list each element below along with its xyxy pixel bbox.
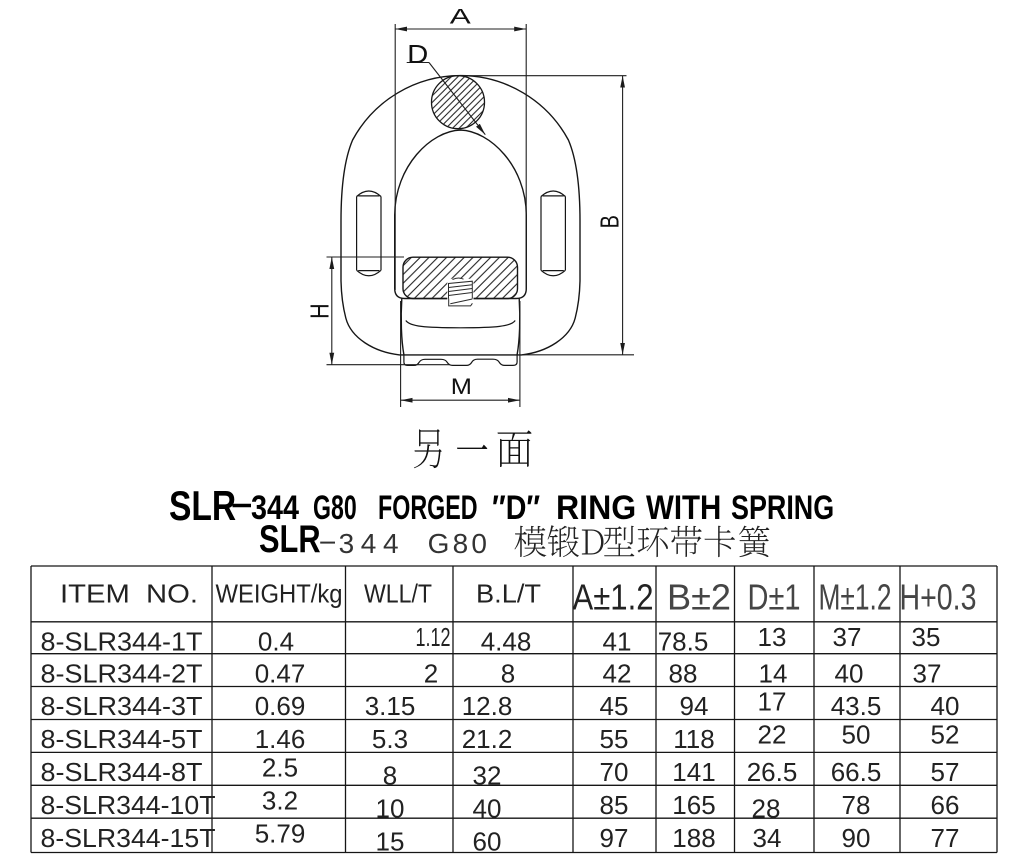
svg-text:ITEM NO.: ITEM NO.	[60, 579, 198, 609]
svg-text:17: 17	[758, 687, 787, 717]
svg-text:2: 2	[424, 658, 438, 688]
svg-text:8: 8	[501, 658, 515, 688]
svg-text:41: 41	[603, 626, 632, 656]
svg-text:52: 52	[931, 720, 960, 750]
svg-text:M±1.2: M±1.2	[819, 577, 892, 618]
svg-text:60: 60	[473, 826, 502, 856]
svg-text:1.46: 1.46	[255, 724, 306, 754]
svg-text:28: 28	[752, 793, 781, 823]
svg-text:90: 90	[842, 823, 871, 853]
svg-text:10: 10	[376, 793, 405, 823]
svg-text:40: 40	[473, 793, 502, 823]
svg-text:57: 57	[931, 757, 960, 787]
svg-text:50: 50	[842, 720, 871, 750]
svg-text:32: 32	[473, 761, 502, 791]
svg-text:5.79: 5.79	[255, 818, 306, 848]
svg-text:40: 40	[931, 691, 960, 721]
svg-text:40: 40	[835, 658, 864, 688]
svg-text:8-SLR344-15T: 8-SLR344-15T	[41, 823, 216, 853]
svg-text:1.12: 1.12	[416, 622, 451, 652]
svg-text:0.47: 0.47	[255, 658, 306, 688]
svg-text:188: 188	[672, 823, 715, 853]
svg-text:26.5: 26.5	[747, 757, 798, 787]
svg-text:66: 66	[931, 790, 960, 820]
svg-text:8-SLR344-2T: 8-SLR344-2T	[41, 658, 203, 688]
svg-text:H: H	[306, 303, 334, 318]
svg-text:85: 85	[600, 790, 629, 820]
svg-text:8-SLR344-1T: 8-SLR344-1T	[41, 626, 203, 656]
svg-text:8-SLR344-5T: 8-SLR344-5T	[41, 724, 203, 754]
svg-text:5.3: 5.3	[372, 724, 408, 754]
svg-text:94: 94	[680, 691, 709, 721]
svg-text:A±1.2: A±1.2	[573, 577, 654, 618]
svg-text:70: 70	[600, 757, 629, 787]
svg-text:12.8: 12.8	[462, 691, 513, 721]
svg-text:88: 88	[669, 658, 698, 688]
svg-text:97: 97	[600, 823, 629, 853]
svg-text:B.L/T: B.L/T	[476, 579, 541, 609]
svg-text:37: 37	[913, 658, 942, 688]
svg-text:42: 42	[603, 658, 632, 688]
svg-text:45: 45	[600, 691, 629, 721]
svg-text:A: A	[450, 5, 471, 29]
svg-text:37: 37	[833, 622, 862, 652]
svg-text:WLL/T: WLL/T	[364, 579, 432, 609]
svg-text:D±1: D±1	[748, 577, 801, 618]
svg-text:8-SLR344-10T: 8-SLR344-10T	[41, 790, 216, 820]
svg-text:55: 55	[600, 724, 629, 754]
svg-text:141: 141	[672, 757, 715, 787]
svg-text:D: D	[407, 40, 428, 69]
svg-text:B: B	[595, 215, 624, 228]
svg-text:35: 35	[912, 622, 941, 652]
svg-text:0.4: 0.4	[258, 626, 294, 656]
svg-text:WEIGHT/kg: WEIGHT/kg	[216, 579, 343, 609]
svg-text:22: 22	[758, 720, 787, 750]
svg-text:78.5: 78.5	[658, 626, 709, 656]
svg-text:118: 118	[673, 724, 714, 754]
svg-text:2.5: 2.5	[262, 753, 298, 783]
svg-text:77: 77	[931, 823, 960, 853]
svg-text:13: 13	[758, 622, 787, 652]
svg-text:3.15: 3.15	[365, 691, 416, 721]
svg-text:66.5: 66.5	[831, 757, 882, 787]
svg-text:3.2: 3.2	[262, 785, 298, 815]
svg-text:78: 78	[842, 790, 871, 820]
svg-text:8: 8	[383, 761, 397, 791]
svg-text:14: 14	[759, 658, 788, 688]
svg-text:43.5: 43.5	[831, 691, 882, 721]
svg-text:M: M	[451, 375, 472, 400]
svg-text:8-SLR344-3T: 8-SLR344-3T	[41, 691, 203, 721]
svg-text:21.2: 21.2	[462, 724, 513, 754]
svg-text:4.48: 4.48	[481, 626, 532, 656]
svg-text:15: 15	[376, 826, 405, 856]
svg-text:0.69: 0.69	[255, 691, 306, 721]
svg-text:8-SLR344-8T: 8-SLR344-8T	[41, 757, 203, 787]
svg-text:34: 34	[753, 823, 782, 853]
svg-text:B±2: B±2	[667, 577, 731, 618]
svg-text:165: 165	[672, 790, 715, 820]
svg-text:H+0.3: H+0.3	[900, 577, 977, 618]
